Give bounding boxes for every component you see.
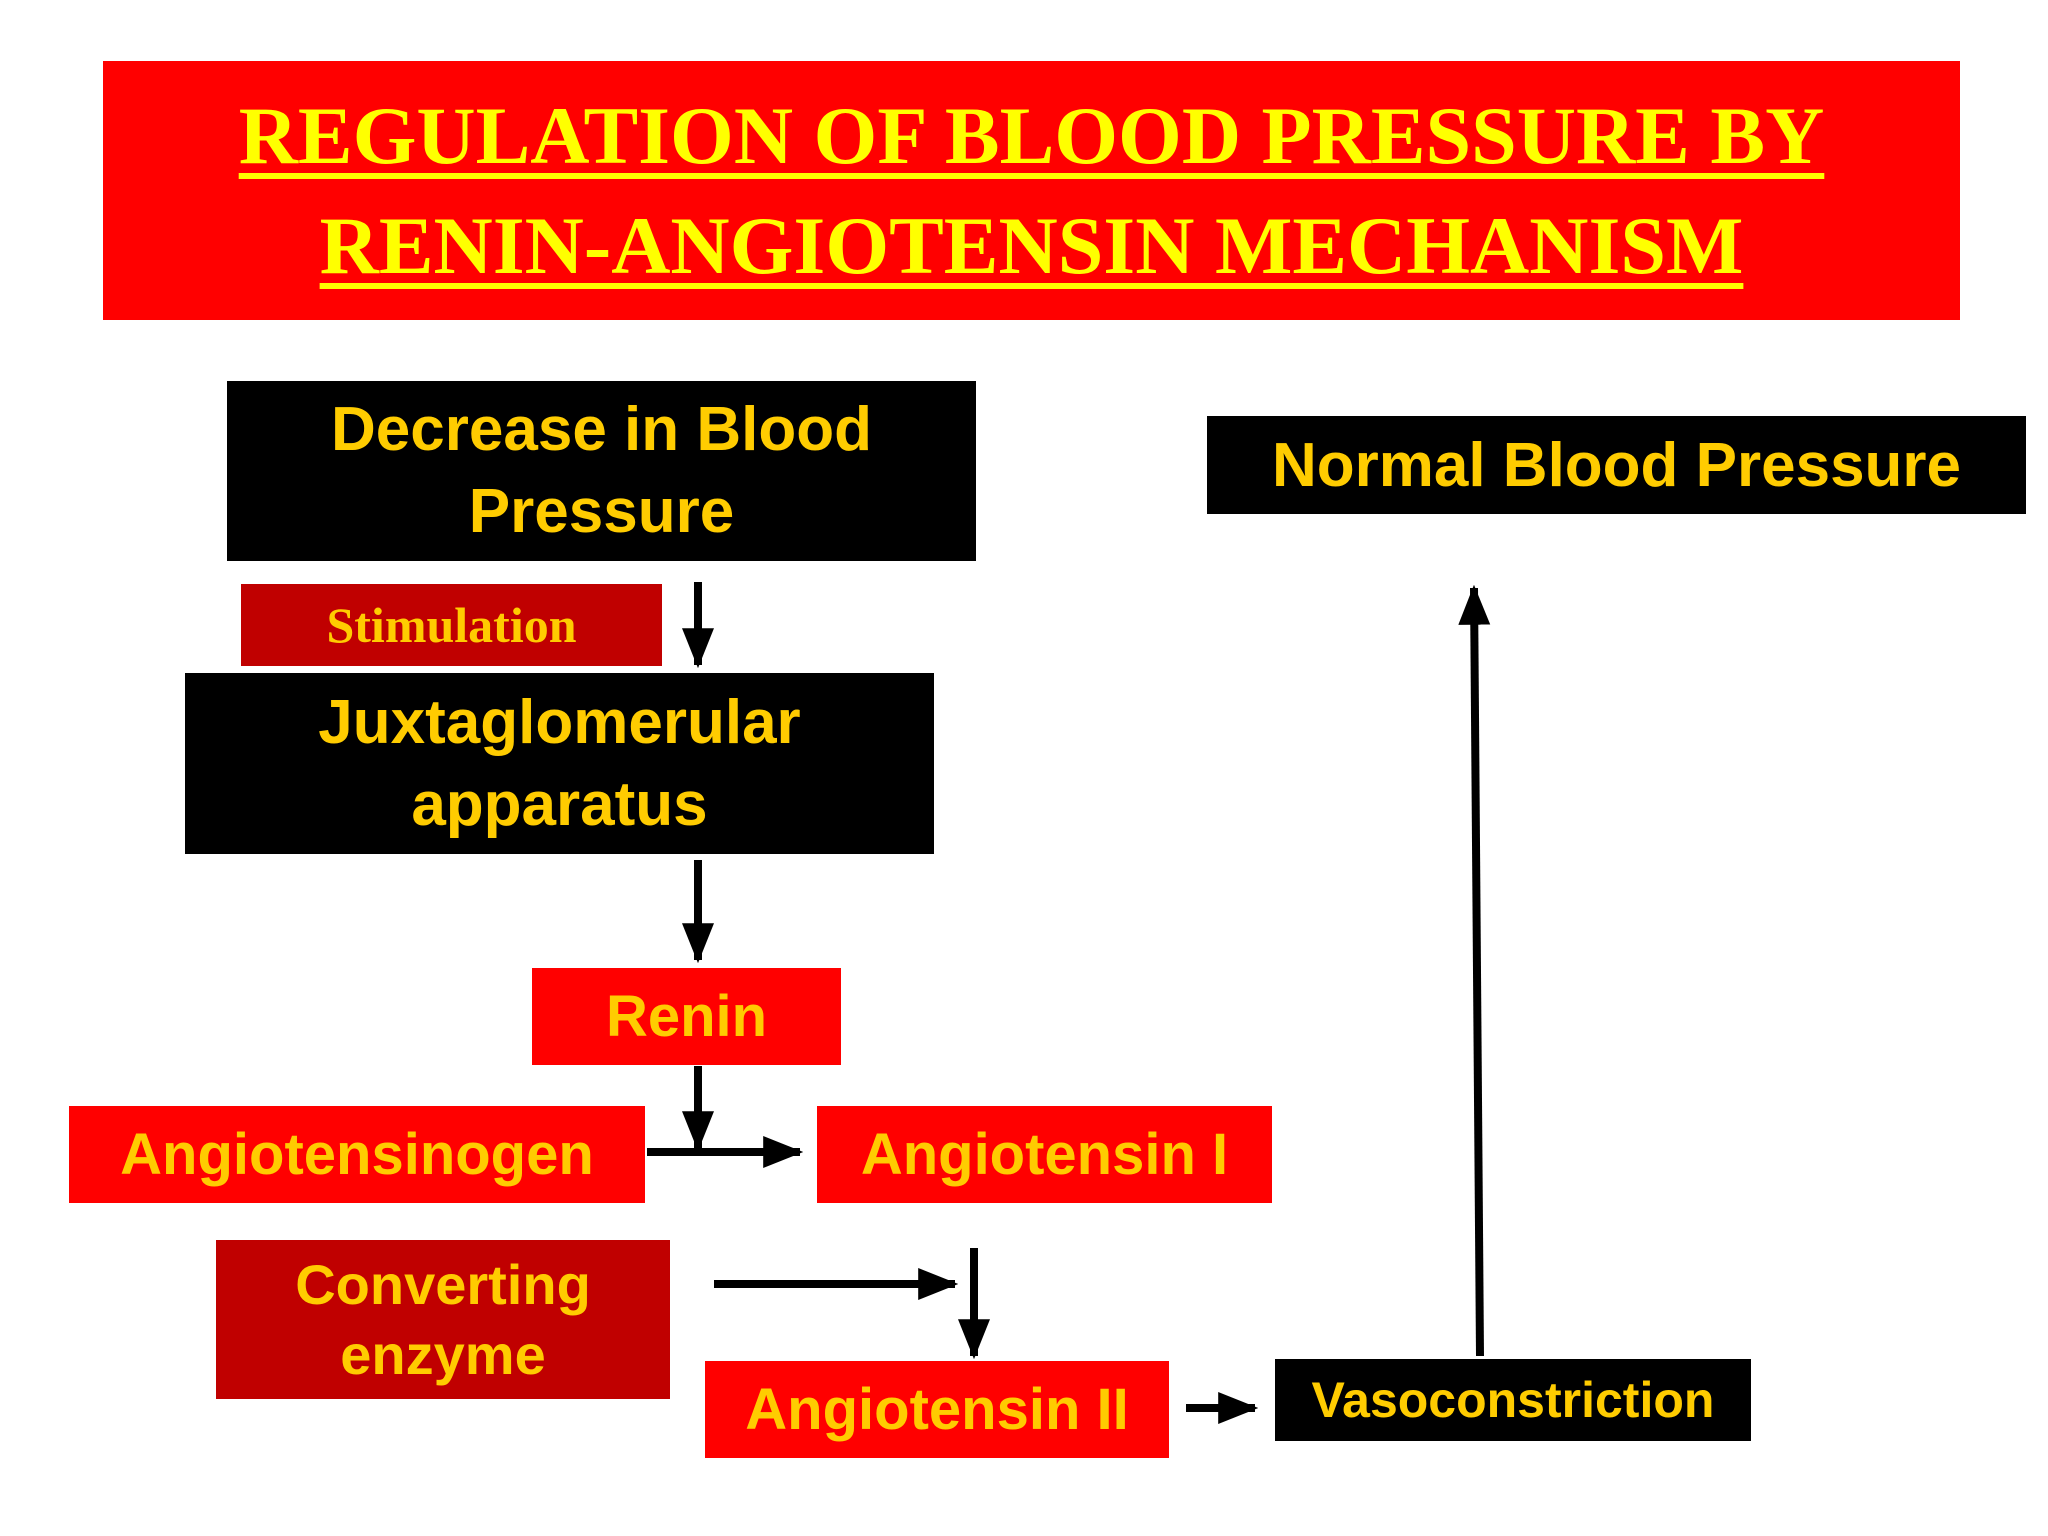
node-juxtaglomerular-apparatus-line-1: Juxtaglomerular (318, 687, 801, 757)
node-juxtaglomerular-apparatus: Juxtaglomerular apparatus (185, 673, 934, 854)
node-juxtaglomerular-apparatus-line-2: apparatus (411, 769, 708, 839)
node-angiotensin-ii: Angiotensin II (705, 1361, 1169, 1458)
title-line-1: REGULATION OF BLOOD PRESSURE BY (238, 89, 1825, 181)
label-stimulation-text: Stimulation (326, 597, 577, 653)
title-line-2: RENIN-ANGIOTENSIN MECHANISM (319, 199, 1744, 291)
node-angiotensin-ii-text: Angiotensin II (745, 1377, 1129, 1442)
node-normal-blood-pressure-text: Normal Blood Pressure (1271, 430, 1962, 500)
title-banner: REGULATION OF BLOOD PRESSURE BY RENIN-AN… (103, 61, 1960, 320)
node-angiotensinogen-text: Angiotensinogen (120, 1122, 594, 1187)
node-decrease-blood-pressure-line-2: Pressure (468, 477, 735, 546)
node-normal-blood-pressure: Normal Blood Pressure (1207, 416, 2026, 514)
node-converting-enzyme-line-1: Converting (295, 1252, 591, 1316)
node-angiotensin-i: Angiotensin I (817, 1106, 1272, 1203)
node-renin: Renin (532, 968, 841, 1065)
node-vasoconstriction: Vasoconstriction (1275, 1359, 1751, 1441)
node-vasoconstriction-text: Vasoconstriction (1311, 1372, 1715, 1428)
node-converting-enzyme: Converting enzyme (216, 1240, 670, 1399)
label-stimulation: Stimulation (241, 584, 662, 666)
node-decrease-blood-pressure-line-1: Decrease in Blood (331, 395, 872, 464)
arrow-vasoconstriction-to-normal-bp (1458, 584, 1491, 1357)
node-angiotensinogen: Angiotensinogen (69, 1106, 645, 1203)
node-angiotensin-i-text: Angiotensin I (860, 1122, 1229, 1187)
node-converting-enzyme-line-2: enzyme (340, 1322, 546, 1386)
node-renin-text: Renin (605, 984, 768, 1049)
node-decrease-blood-pressure: Decrease in Blood Pressure (227, 381, 976, 561)
